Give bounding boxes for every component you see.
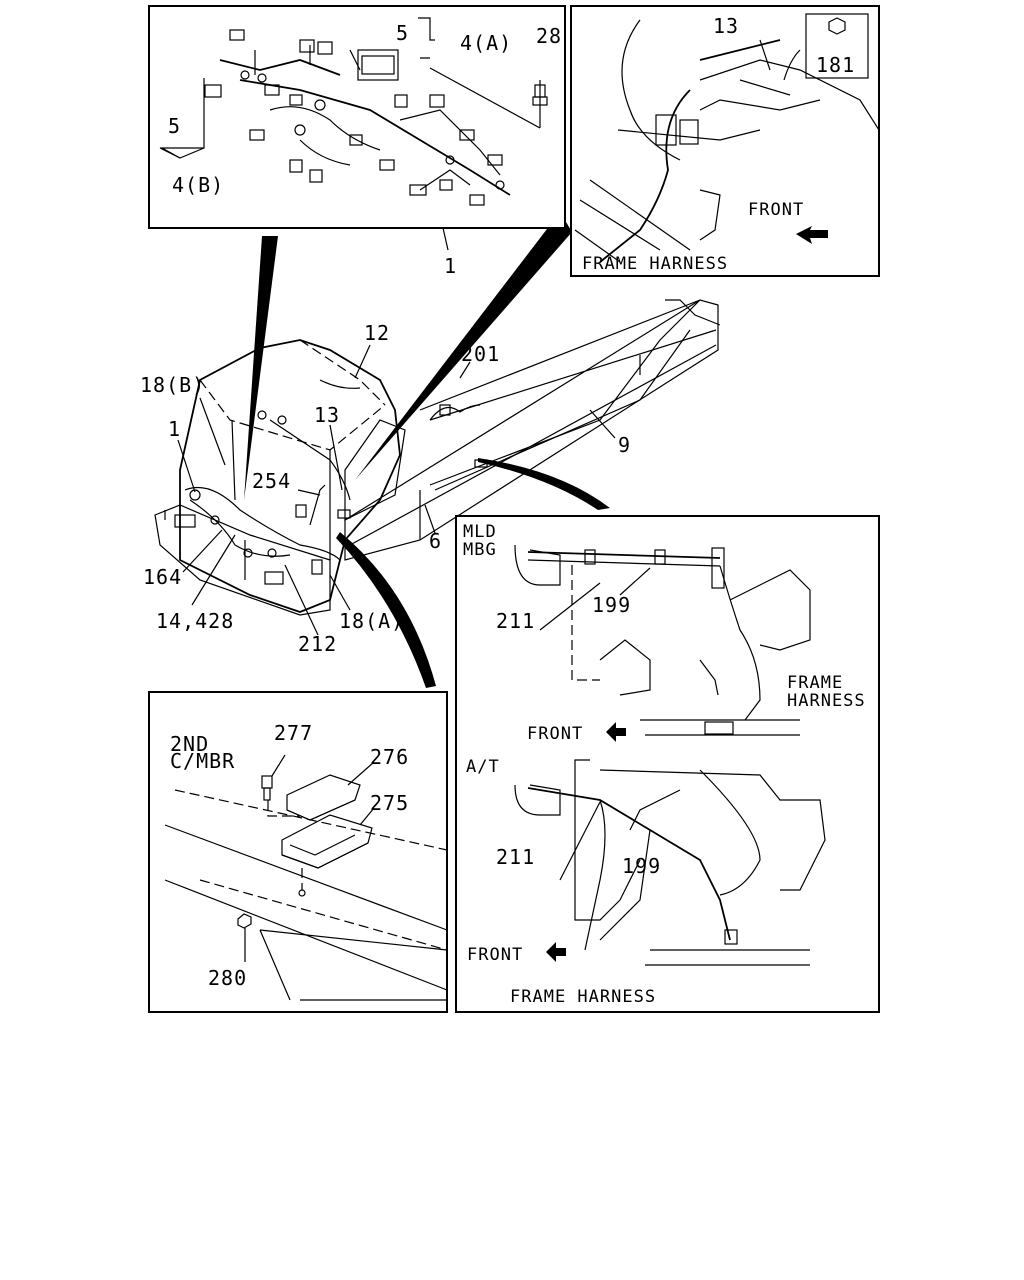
callout-part-13-main: 13 xyxy=(314,403,340,427)
callout-part-6: 6 xyxy=(429,529,442,553)
callout-part-181: 181 xyxy=(816,53,855,77)
pointer-to-relay-inset xyxy=(336,532,436,688)
main-truck-view xyxy=(154,299,721,616)
harness-inset: 5 4(A) 28 5 4(B) 1 xyxy=(148,5,566,278)
callout-part-1-main: 1 xyxy=(168,417,181,441)
callout-part-276: 276 xyxy=(370,745,409,769)
main-view-callouts: 12 201 18(B) 13 1 9 254 6 164 14,428 212… xyxy=(140,321,631,656)
callout-part-211-bottom: 211 xyxy=(496,845,535,869)
manual-transmission-view xyxy=(514,544,811,742)
callout-part-4a: 4(A) xyxy=(460,31,512,55)
callout-part-1-inset: 1 xyxy=(444,254,457,278)
relay-box-base-275 xyxy=(281,814,373,869)
relay-inset-title-line1: 2ND xyxy=(170,732,209,756)
callout-part-12: 12 xyxy=(364,321,390,345)
frame-harness-label-bottom: FRAME HARNESS xyxy=(510,987,656,1007)
callout-part-18a: 18(A) xyxy=(339,609,404,633)
frame-label-line2: HARNESS xyxy=(787,691,866,711)
front-label-inset: FRONT xyxy=(748,200,804,220)
callout-part-164: 164 xyxy=(143,565,182,589)
pointer-to-ground-inset xyxy=(355,212,572,480)
callout-part-5-b: 5 xyxy=(168,114,181,138)
relay-inset-title-line2: C/MBR xyxy=(170,749,235,773)
callout-part-211-top: 211 xyxy=(496,609,535,633)
front-arrow-icon-top xyxy=(606,722,626,742)
pointer-to-transmission-inset xyxy=(478,458,610,510)
callout-part-199-top: 199 xyxy=(592,593,631,617)
frame-harness-label-inset: FRAME HARNESS xyxy=(582,254,728,274)
callout-part-277: 277 xyxy=(274,721,313,745)
automatic-transmission-view xyxy=(514,759,826,966)
callout-part-9: 9 xyxy=(618,433,631,457)
callout-part-280: 280 xyxy=(208,966,247,990)
harness-connectors xyxy=(204,29,505,206)
callout-part-199-bottom: 199 xyxy=(622,854,661,878)
front-arrow-icon-bottom xyxy=(546,942,566,962)
callout-part-254: 254 xyxy=(252,469,291,493)
nut-280 xyxy=(237,913,252,929)
front-label-top: FRONT xyxy=(527,724,583,744)
relay-inset: 2ND C/MBR 277 276 275 280 xyxy=(148,691,448,1013)
callout-part-28: 28 xyxy=(536,24,562,48)
ground-inset: 13 181 FRONT FRAME HARNESS xyxy=(570,5,880,277)
mld-label-line2: MBG xyxy=(463,540,497,560)
pointer-to-harness-inset xyxy=(244,236,278,500)
callout-part-14-428: 14,428 xyxy=(156,609,234,633)
callout-part-275: 275 xyxy=(370,791,409,815)
callout-part-5-a: 5 xyxy=(396,21,409,45)
at-label: A/T xyxy=(466,757,500,777)
callout-part-212: 212 xyxy=(298,632,337,656)
front-label-bottom: FRONT xyxy=(467,945,523,965)
callout-part-13-inset: 13 xyxy=(713,14,739,38)
callout-part-18b: 18(B) xyxy=(140,373,205,397)
callout-part-201: 201 xyxy=(461,342,500,366)
mld-label-line1: MLD xyxy=(463,522,497,542)
relay-box-276 xyxy=(286,774,361,821)
front-arrow-icon xyxy=(796,226,828,244)
pointer-wedges xyxy=(244,212,610,688)
frame-label-line1: FRAME xyxy=(787,673,843,693)
callout-part-4b: 4(B) xyxy=(172,173,224,197)
transmission-inset: MLD MBG 211 199 FRAME HARNESS FRONT A/T … xyxy=(455,515,880,1013)
